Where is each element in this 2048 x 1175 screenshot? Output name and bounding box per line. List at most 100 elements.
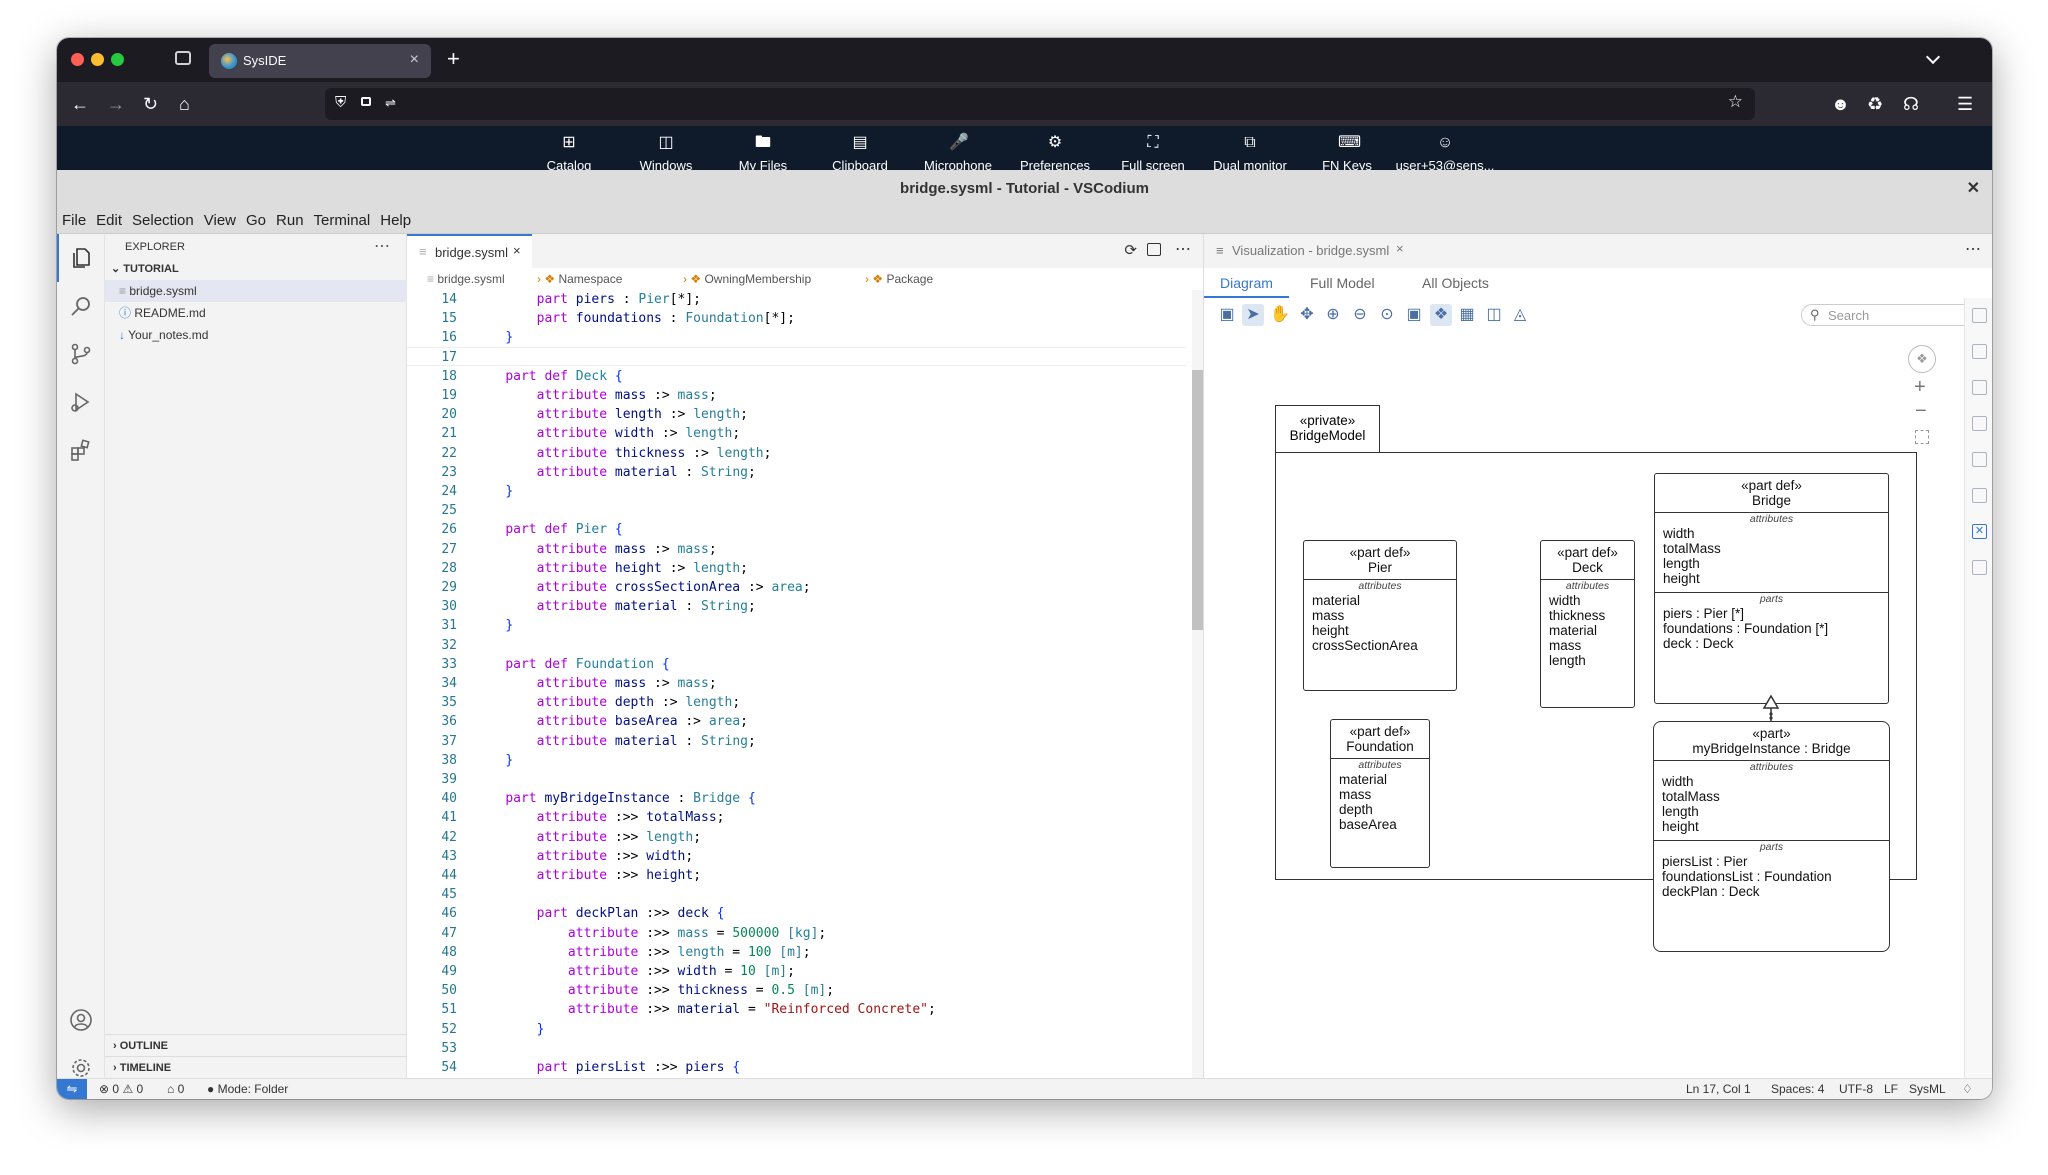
code-line[interactable]: 14 part piers : Pier[*]; <box>407 290 1187 309</box>
export-image-icon[interactable]: ▣ <box>1219 306 1235 323</box>
run-debug-icon[interactable] <box>57 378 105 426</box>
split-editor-icon[interactable] <box>1147 243 1161 256</box>
code-line[interactable]: 24 } <box>407 482 1187 501</box>
sync-icon[interactable]: ⟳ <box>1124 242 1137 259</box>
tab-diagram[interactable]: Diagram <box>1204 268 1289 298</box>
code-line[interactable]: 17 <box>407 348 1187 367</box>
code-line[interactable]: 42 attribute :>> length; <box>407 828 1187 847</box>
code-line[interactable]: 45 <box>407 885 1187 904</box>
remote-indicator[interactable]: ⇋ <box>57 1079 87 1099</box>
code-line[interactable]: 23 attribute material : String; <box>407 463 1187 482</box>
pan-control-icon[interactable]: ❖ <box>1908 345 1936 373</box>
mode-indicator[interactable]: ● Mode: Folder <box>207 1079 288 1099</box>
center-icon[interactable]: ▦ <box>1459 306 1475 323</box>
code-line[interactable]: 53 <box>407 1039 1187 1058</box>
breadcrumb-namespace[interactable]: › ❖ Namespace <box>537 268 622 290</box>
fit-to-screen-icon[interactable]: ▣ <box>1406 306 1422 323</box>
remove-node-icon[interactable]: ◬ <box>1513 306 1527 323</box>
toolbar-microphone[interactable]: 🎤Microphone <box>908 134 1008 173</box>
align-top-icon[interactable] <box>1972 308 1987 323</box>
code-line[interactable]: 37 attribute material : String; <box>407 732 1187 751</box>
close-tab-icon[interactable]: × <box>409 51 419 68</box>
code-line[interactable]: 15 part foundations : Foundation[*]; <box>407 309 1187 328</box>
bookmark-star-icon[interactable]: ☆ <box>1727 92 1743 111</box>
scrollbar-thumb[interactable] <box>1192 370 1203 630</box>
toolbar-full-screen[interactable]: ⛶Full screen <box>1103 134 1203 173</box>
tab-full-model[interactable]: Full Model <box>1310 275 1375 291</box>
file-bridge-sysml[interactable]: ≡ bridge.sysml <box>105 280 407 302</box>
maximize-window-button[interactable] <box>111 53 124 66</box>
code-line[interactable]: 47 attribute :>> mass = 500000 [kg]; <box>407 924 1187 943</box>
source-control-icon[interactable] <box>57 330 105 378</box>
add-node-icon[interactable]: ◫ <box>1486 306 1502 323</box>
shield-icon[interactable]: ⛨ <box>335 94 347 111</box>
code-line[interactable]: 27 attribute mass :> mass; <box>407 540 1187 559</box>
manage-gear-icon[interactable] <box>57 1044 105 1092</box>
minimize-window-button[interactable] <box>91 53 104 66</box>
ports-indicator[interactable]: ⌂ 0 <box>167 1079 184 1099</box>
code-line[interactable]: 39 <box>407 770 1187 789</box>
code-line[interactable]: 18 part def Deck { <box>407 367 1187 386</box>
explorer-files-icon[interactable] <box>57 234 105 282</box>
zoom-in-icon[interactable]: ⊕ <box>1326 306 1340 323</box>
code-line[interactable]: 20 attribute length :> length; <box>407 405 1187 424</box>
toolbar-my-files[interactable]: 🖿My Files <box>713 134 813 173</box>
code-line[interactable]: 41 attribute :>> totalMass; <box>407 808 1187 827</box>
problems-indicator[interactable]: ⊗ 0 ⚠ 0 <box>99 1079 143 1099</box>
extensions-icon[interactable] <box>57 426 105 474</box>
layout-icon[interactable]: ❖ <box>1430 304 1452 326</box>
code-line[interactable]: 38 } <box>407 751 1187 770</box>
cursor-position[interactable]: Ln 17, Col 1 <box>1686 1082 1751 1096</box>
indentation[interactable]: Spaces: 4 <box>1771 1082 1825 1096</box>
toolbar-preferences[interactable]: ⚙Preferences <box>1005 134 1105 173</box>
code-line[interactable]: 26 part def Pier { <box>407 520 1187 539</box>
zoom-out-icon[interactable]: − <box>1915 400 1927 422</box>
close-x-icon[interactable]: ✕ <box>1972 524 1987 539</box>
encoding[interactable]: UTF-8 <box>1839 1082 1873 1096</box>
zoom-out-icon[interactable]: ⊖ <box>1353 306 1367 323</box>
back-arrow-icon[interactable]: ← <box>71 94 89 114</box>
code-line[interactable]: 54 part piersList :>> piers { <box>407 1058 1187 1077</box>
search-icon[interactable] <box>57 282 105 330</box>
code-line[interactable]: 28 attribute height :> length; <box>407 559 1187 578</box>
code-line[interactable]: 49 attribute :>> width = 10 [m]; <box>407 962 1187 981</box>
tab-all-objects[interactable]: All Objects <box>1422 275 1489 291</box>
code-line[interactable]: 44 attribute :>> height; <box>407 866 1187 885</box>
app-menu-icon[interactable]: ☰ <box>1957 94 1974 114</box>
reload-icon[interactable]: ↻ <box>143 94 159 114</box>
list-tabs-chevron-icon[interactable] <box>1925 49 1941 65</box>
toolbar-clipboard[interactable]: ▤Clipboard <box>810 134 910 173</box>
forward-arrow-icon[interactable]: → <box>107 94 125 114</box>
url-bar[interactable]: ⛨ ⇌ ☆ <box>325 88 1755 120</box>
language-mode[interactable]: SysML <box>1909 1082 1946 1096</box>
diagram-search-input[interactable]: ⚲ Search <box>1801 304 1981 326</box>
panel-more-icon[interactable]: ⋯ <box>1965 241 1981 258</box>
code-area[interactable]: 14 part piers : Pier[*];15 part foundati… <box>407 290 1203 1078</box>
account-icon[interactable]: ☻ <box>1831 94 1850 114</box>
toolbar-dual-monitor[interactable]: ⧉Dual monitor <box>1200 134 1300 173</box>
editor-scrollbar[interactable] <box>1192 290 1203 1078</box>
close-window-button[interactable] <box>71 53 84 66</box>
code-line[interactable]: 40 part myBridgeInstance : Bridge { <box>407 789 1187 808</box>
toolbar-fn-keys[interactable]: ⌨FN Keys <box>1297 134 1397 173</box>
browser-tab-sysidE[interactable]: SysIDE × <box>209 44 431 78</box>
menu-edit[interactable]: Edit <box>96 212 123 229</box>
fit-view-icon[interactable] <box>1915 430 1929 444</box>
code-line[interactable]: 19 attribute mass :> mass; <box>407 386 1187 405</box>
code-line[interactable]: 35 attribute depth :> length; <box>407 693 1187 712</box>
zoom-in-icon[interactable]: + <box>1914 376 1926 398</box>
breadcrumb-file[interactable]: ≡ bridge.sysml <box>427 268 505 290</box>
open-external-icon[interactable] <box>1972 560 1987 575</box>
menu-selection[interactable]: Selection <box>132 212 194 229</box>
code-line[interactable]: 33 part def Foundation { <box>407 655 1187 674</box>
move-icon[interactable]: ✥ <box>1300 306 1314 323</box>
code-line[interactable]: 36 attribute baseArea :> area; <box>407 712 1187 731</box>
breadcrumb-membership[interactable]: › ❖ OwningMembership <box>683 268 811 290</box>
code-line[interactable]: 22 attribute thickness :> length; <box>407 444 1187 463</box>
code-line[interactable]: 52 } <box>407 1020 1187 1039</box>
select-pointer-icon[interactable]: ➤ <box>1242 304 1264 326</box>
